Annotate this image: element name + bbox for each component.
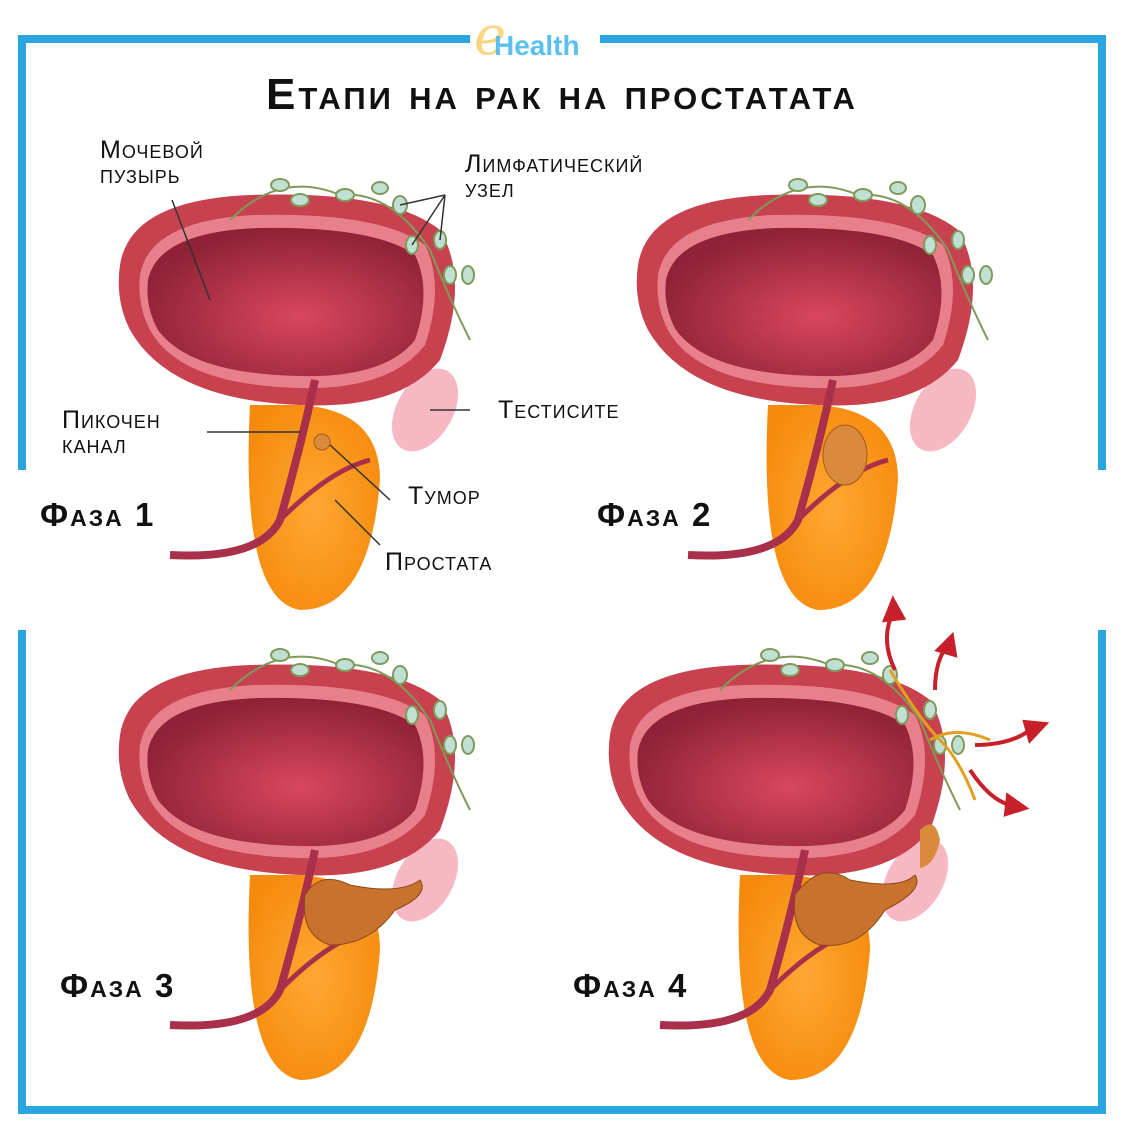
metastasis-stage-4 — [920, 824, 940, 868]
phase-4-label: Фаза 4 — [573, 967, 689, 1004]
affected-lymph-stage-4 — [888, 669, 991, 801]
leader-lines — [171, 194, 470, 546]
label-urethra-line-2: канал — [62, 431, 127, 459]
tumor-stage-3 — [303, 878, 423, 946]
label-bladder: Мочевой пузырь — [100, 138, 204, 188]
page-title: Етапи на рак на простатата — [266, 70, 858, 119]
label-bladder-line-2: пузырь — [100, 161, 181, 189]
label-bladder-line-1: Мочевой — [100, 136, 204, 164]
label-tumor: Тумор — [408, 482, 481, 510]
ehealth-logo: e Health — [470, 4, 600, 67]
label-lymph-node: Лимфатический узел — [465, 152, 643, 202]
stage-2-anatomy — [637, 179, 992, 610]
frame-gap-right — [1090, 470, 1124, 630]
stage-4-anatomy — [609, 649, 964, 1080]
label-prostate: Простата — [385, 548, 493, 576]
logo-text: Health — [494, 30, 580, 61]
phase-3-label: Фаза 3 — [60, 967, 176, 1004]
spread-arrows — [881, 595, 1050, 817]
frame-gap-left — [0, 470, 30, 630]
logo-letter: e — [474, 4, 506, 67]
phase-2-label: Фаза 2 — [597, 496, 713, 533]
tumor-stage-4 — [793, 872, 918, 947]
phase-1-label: Фаза 1 — [40, 496, 156, 533]
label-urethra: Пикочен канал — [62, 408, 161, 458]
stage-3-anatomy — [119, 649, 474, 1080]
tumor-stage-1 — [313, 433, 331, 451]
tumor-stage-2 — [822, 424, 868, 486]
stage-1-anatomy — [119, 179, 474, 610]
label-lymph-line-1: Лимфатический — [465, 150, 644, 178]
label-urethra-line-1: Пикочен — [62, 406, 161, 434]
label-testes: Тестисите — [498, 396, 620, 424]
label-lymph-line-2: узел — [465, 175, 515, 203]
